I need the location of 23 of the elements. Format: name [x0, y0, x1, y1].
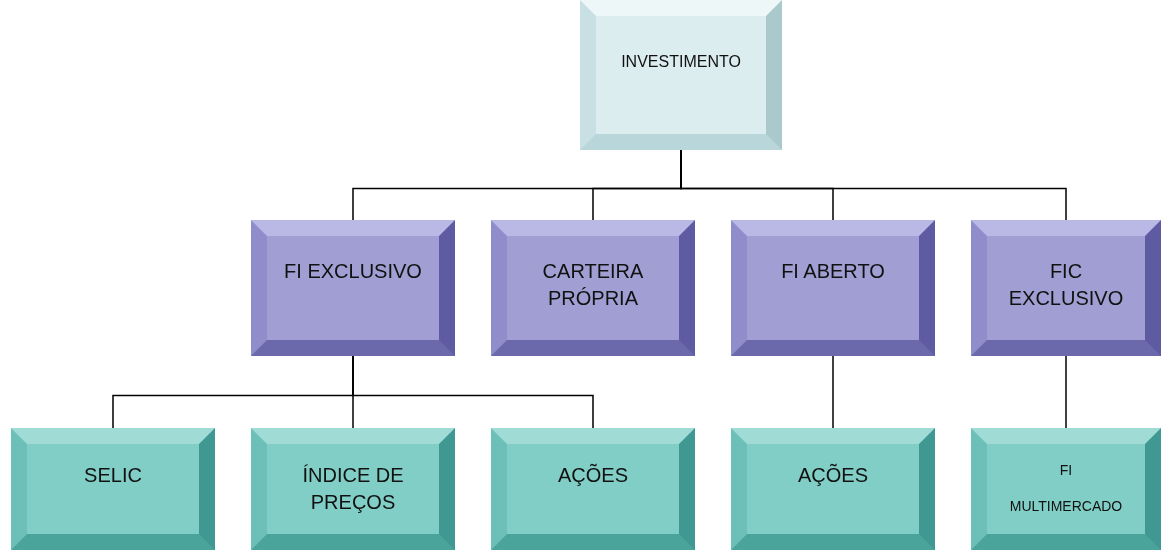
beveled-box [731, 220, 935, 356]
box-label: CARTEIRA PRÓPRIA [541, 259, 645, 311]
beveled-box [251, 220, 455, 356]
beveled-box [491, 220, 695, 356]
beveled-box [580, 0, 782, 150]
box-label: FI EXCLUSIVO [283, 259, 423, 284]
beveled-box [491, 428, 695, 550]
beveled-box [971, 428, 1161, 550]
beveled-box [731, 428, 935, 550]
connector-line [832, 355, 834, 429]
box-label: ÍNDICE DE PREÇOS [301, 463, 405, 515]
box-label: AÇÕES [557, 462, 629, 488]
connector-line [1065, 355, 1067, 429]
beveled-box [11, 428, 215, 550]
box-label: INVESTIMENTO [620, 52, 742, 72]
box-label: FI ABERTO [780, 259, 886, 284]
box-label: FIC EXCLUSIVO [1007, 259, 1125, 311]
box-label: SELIC [83, 463, 143, 488]
connector-line [352, 355, 594, 429]
box-label: FI MULTIMERCADO [1008, 461, 1124, 517]
beveled-box [971, 220, 1161, 356]
box-label: AÇÕES [797, 462, 869, 488]
beveled-box [251, 428, 455, 550]
